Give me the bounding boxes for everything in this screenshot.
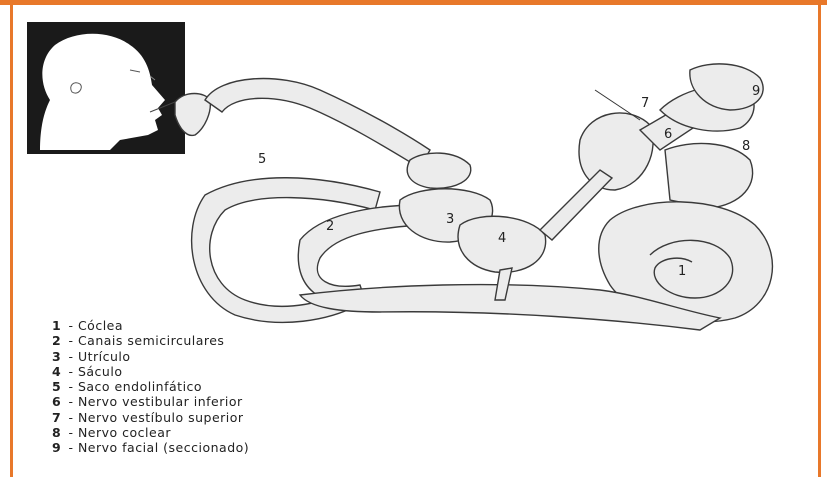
- legend-number: 3: [52, 349, 64, 364]
- legend-number: 2: [52, 333, 64, 348]
- legend-number: 7: [52, 410, 64, 425]
- legend-item: 4 - Sáculo: [52, 364, 249, 379]
- diagram-label-7: 7: [641, 96, 649, 111]
- legend-text: - Nervo vestíbulo superior: [64, 410, 244, 425]
- legend-text: - Canais semicirculares: [64, 333, 224, 348]
- diagram-label-2: 2: [326, 219, 334, 234]
- legend-item: 3 - Utrículo: [52, 349, 249, 364]
- head-silhouette-inset: [27, 22, 185, 154]
- legend-item: 8 - Nervo coclear: [52, 425, 249, 440]
- vestibular-ganglion: [579, 113, 653, 190]
- diagram-label-4: 4: [498, 231, 506, 246]
- diagram-label-1: 1: [678, 264, 686, 279]
- diagram-label-8: 8: [742, 139, 750, 154]
- ampulla: [407, 153, 471, 188]
- legend-number: 6: [52, 394, 64, 409]
- legend-number: 1: [52, 318, 64, 333]
- diagram-label-5: 5: [258, 152, 266, 167]
- legend-text: - Utrículo: [64, 349, 131, 364]
- legend-text: - Nervo vestibular inferior: [64, 394, 243, 409]
- legend-item: 7 - Nervo vestíbulo superior: [52, 410, 249, 425]
- diagram-label-6: 6: [664, 127, 672, 142]
- cochlear-nerve: [665, 143, 753, 208]
- legend-text: - Cóclea: [64, 318, 123, 333]
- legend-text: - Saco endolinfático: [64, 379, 202, 394]
- diagram-label-9: 9: [752, 84, 760, 99]
- legend-number: 4: [52, 364, 64, 379]
- semicircular-canal-superior: [205, 79, 430, 168]
- legend-number: 8: [52, 425, 64, 440]
- legend: 1 - Cóclea 2 - Canais semicirculares 3 -…: [52, 318, 249, 456]
- legend-number: 9: [52, 440, 64, 455]
- legend-item: 2 - Canais semicirculares: [52, 333, 249, 348]
- vestibular-nerve-branch: [540, 170, 612, 240]
- legend-item: 1 - Cóclea: [52, 318, 249, 333]
- legend-item: 5 - Saco endolinfático: [52, 379, 249, 394]
- legend-item: 9 - Nervo facial (seccionado): [52, 440, 249, 455]
- legend-text: - Nervo facial (seccionado): [64, 440, 249, 455]
- labyrinth-drawing: [175, 64, 772, 330]
- legend-text: - Sáculo: [64, 364, 122, 379]
- diagram-label-3: 3: [446, 212, 454, 227]
- legend-text: - Nervo coclear: [64, 425, 171, 440]
- legend-number: 5: [52, 379, 64, 394]
- legend-item: 6 - Nervo vestibular inferior: [52, 394, 249, 409]
